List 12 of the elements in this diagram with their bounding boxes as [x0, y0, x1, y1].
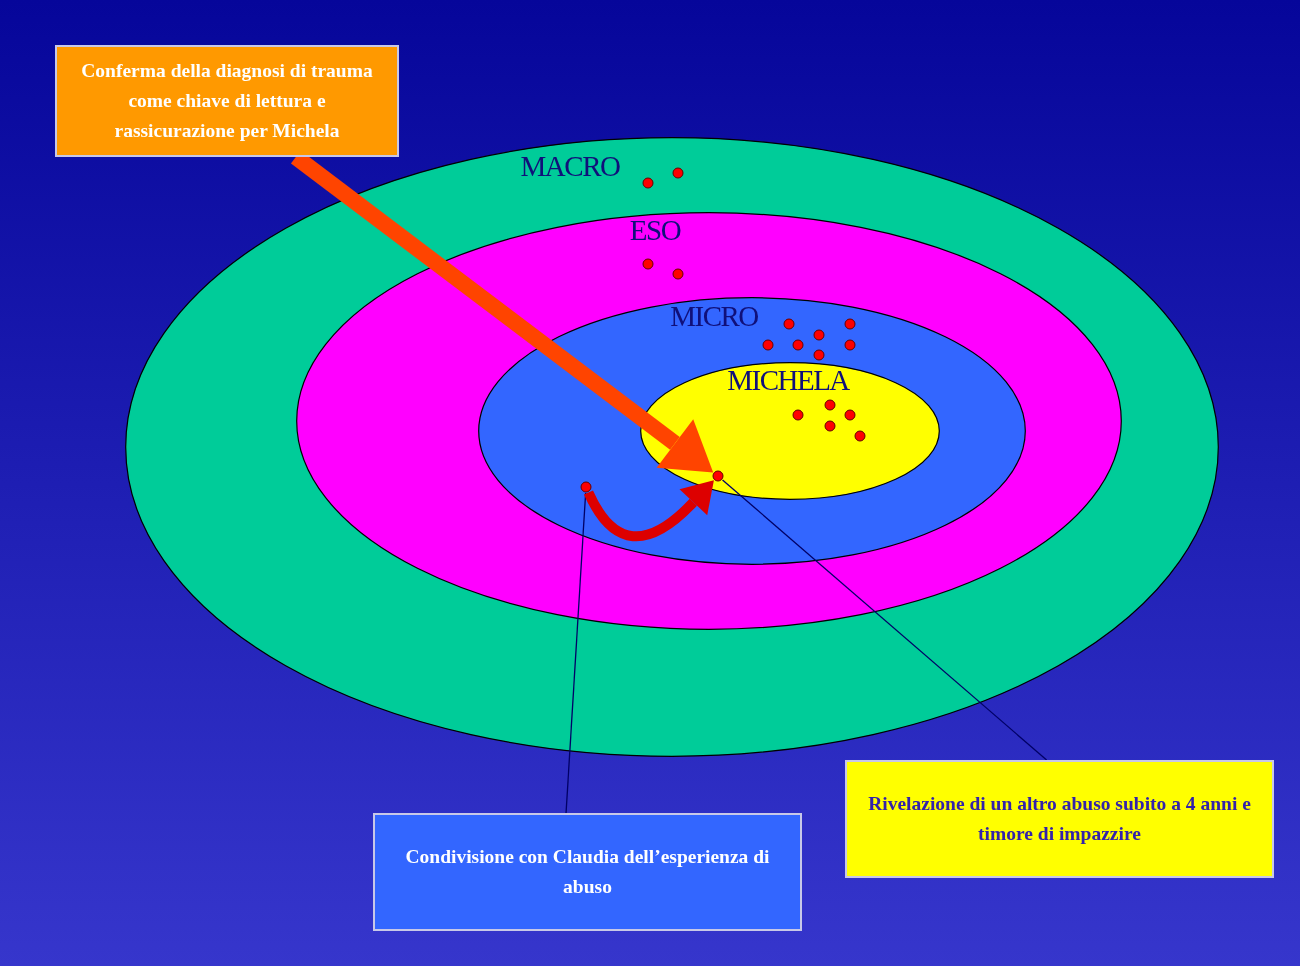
note-box: Condivisione con Claudia dell’esperienza di abuso	[373, 813, 802, 931]
leader-line	[721, 479, 1048, 761]
dot-marker	[580, 481, 592, 493]
ring-label: ESO	[629, 214, 681, 247]
dot-marker	[712, 470, 724, 482]
leader-line	[565, 492, 587, 814]
note-box: Rivelazione di un altro abuso subito a 4 anni e timore di impazzire	[845, 760, 1274, 878]
ring-label: MACRO	[520, 150, 620, 183]
note-box: Conferma della diagnosi di trauma come chiave di lettura e rassicurazione per Michela	[55, 45, 399, 157]
ring-label: MICHELA	[727, 364, 849, 397]
curved-arrow	[583, 481, 715, 542]
ring-label: MICRO	[670, 300, 758, 333]
